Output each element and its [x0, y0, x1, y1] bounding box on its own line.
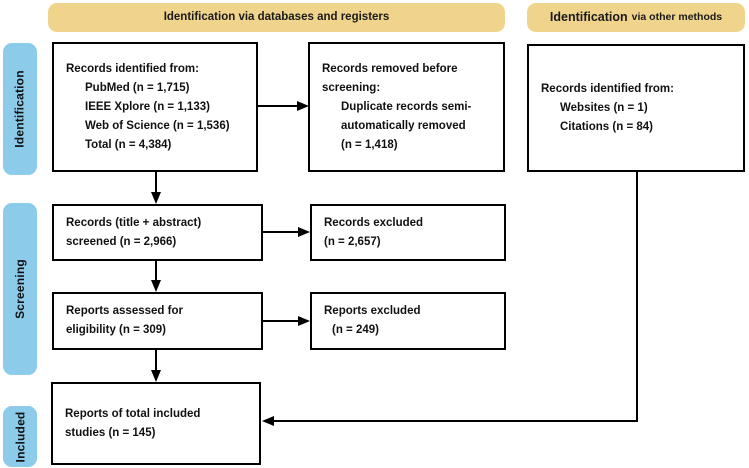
box-records-identified-other: Records identified from: Websites (n = 1…: [527, 44, 745, 172]
box-line: IEEE Xplore (n = 1,133): [85, 100, 210, 113]
box-line: Web of Science (n = 1,536): [85, 119, 230, 132]
header-databases-registers: Identification via databases and registe…: [48, 3, 505, 32]
box-line: automatically removed: [341, 119, 466, 132]
box-reports-assessed: Reports assessed for eligibility (n = 30…: [52, 292, 263, 350]
box-line: Records identified from:: [541, 82, 674, 95]
box-line: Records removed before: [322, 62, 458, 75]
arrow-assessed-to-included: [151, 350, 161, 382]
box-line: eligibility (n = 309): [66, 324, 167, 336]
box-records-excluded: Records excluded (n = 2,657): [310, 204, 506, 261]
header-other-methods: Identification via other methods: [527, 3, 745, 32]
box-line: PubMed (n = 1,715): [85, 81, 190, 94]
box-line: (n = 2,657): [324, 235, 381, 248]
header-databases-label: Identification via databases and registe…: [163, 11, 390, 24]
header-other-suffix: via other methods: [631, 10, 723, 23]
arrow-screened-to-records-excluded: [263, 227, 310, 237]
box-line: screening:: [322, 81, 381, 94]
box-line: Citations (n = 84): [560, 120, 653, 133]
box-line: (n = 1,418): [341, 138, 398, 151]
stage-label-screening: Screening: [3, 203, 37, 375]
box-line: screened (n = 2,966): [66, 235, 177, 248]
arrow-identified-to-screened: [151, 172, 161, 204]
box-line: (n = 249): [332, 324, 379, 336]
box-records-screened: Records (title + abstract) screened (n =…: [52, 204, 263, 261]
box-line: Records identified from:: [66, 62, 199, 75]
box-reports-excluded: Reports excluded (n = 249): [310, 292, 506, 350]
box-line: Total (n = 4,384): [85, 138, 172, 151]
stage-label-identification: Identification: [3, 43, 37, 175]
box-line: Websites (n = 1): [560, 101, 648, 114]
box-line: Reports of total included: [65, 407, 201, 420]
box-line: Reports excluded: [324, 305, 421, 317]
arrow-assessed-to-reports-excluded: [263, 316, 310, 326]
box-line: Duplicate records semi-: [341, 100, 472, 113]
arrow-identified-to-removed: [258, 101, 309, 111]
header-other-prefix: Identification: [549, 9, 628, 24]
stage-label-included: Included: [3, 406, 37, 467]
box-line: Reports assessed for: [66, 305, 183, 317]
box-line: Records (title + abstract): [66, 216, 202, 229]
arrow-screened-to-assessed: [151, 261, 161, 292]
box-line: studies (n = 145): [65, 426, 156, 439]
box-records-identified-databases: Records identified from: PubMed (n = 1,7…: [52, 42, 258, 172]
box-records-removed-before-screening: Records removed before screening: Duplic…: [308, 42, 505, 172]
box-line: Records excluded: [324, 216, 424, 229]
box-included-studies: Reports of total included studies (n = 1…: [51, 382, 261, 465]
